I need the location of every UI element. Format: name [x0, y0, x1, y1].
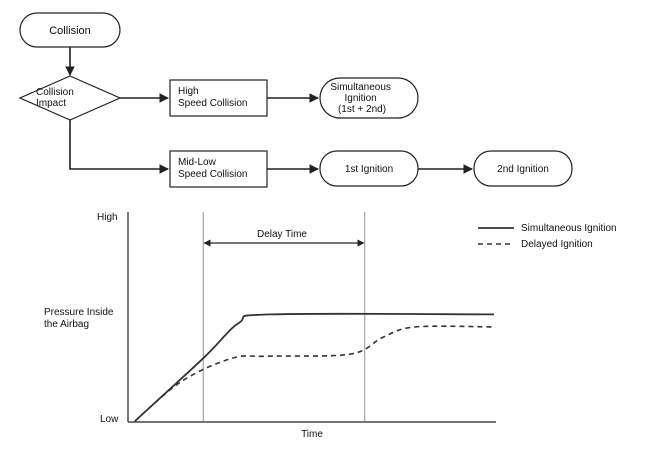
collision-impact-decision [18, 75, 122, 121]
mid-low-speed-collision-label: Mid-Low Speed Collision [178, 157, 248, 180]
second-ignition-node [473, 150, 573, 187]
y-tick-low: Low [100, 414, 119, 425]
pressure-chart: High Low Pressure Inside the Airbag Time… [44, 212, 617, 440]
y-axis-label: Pressure Inside the Airbag [44, 307, 116, 330]
y-tick-high: High [97, 212, 118, 223]
flowchart: Collision Collision Impact High Speed Co… [18, 12, 573, 188]
legend-label-simultaneous: Simultaneous Ignition [521, 223, 617, 234]
high-speed-collision-node [169, 79, 268, 117]
connector-decision-to-mid-low [69, 120, 169, 174]
first-ignition-label: 1st Ignition [345, 164, 393, 175]
simultaneous-ignition-node [319, 77, 419, 119]
delay-time-label: Delay Time [257, 229, 307, 240]
second-ignition-label: 2nd Ignition [497, 164, 549, 175]
high-speed-collision-label: High Speed Collision [178, 86, 248, 109]
series-delayed-ignition [134, 325, 495, 422]
x-axis-label: Time [301, 429, 323, 440]
decision-label: Collision Impact [36, 87, 77, 109]
legend: Simultaneous Ignition Delayed Ignition [478, 223, 617, 250]
mid-low-speed-collision-node [169, 150, 268, 188]
simultaneous-ignition-label: Simultaneous Ignition (1st + 2nd) [330, 82, 393, 115]
collision-label: Collision [49, 25, 91, 37]
series-simultaneous-ignition [134, 312, 495, 422]
legend-label-delayed: Delayed Ignition [521, 239, 593, 250]
